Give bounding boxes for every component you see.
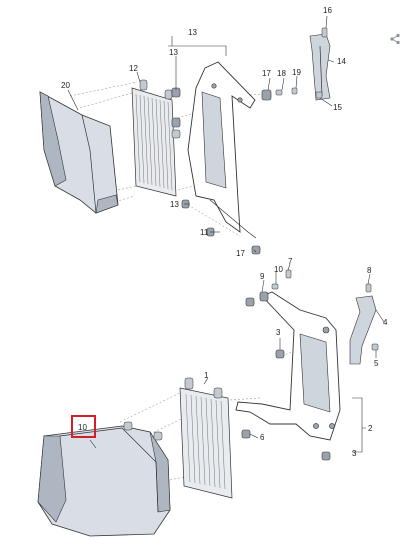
callout-5: 5	[374, 359, 379, 368]
callout-3-low: 3	[352, 449, 357, 458]
callout-11: 12	[129, 64, 138, 73]
highlighted-part-marker[interactable]	[71, 415, 96, 438]
callout-13-top: 13	[169, 48, 178, 57]
upper-callouts: 13 13 12 20 16 14 17 18 19 15 13 11 17	[61, 6, 346, 258]
callout-4: 4	[383, 318, 388, 327]
share-icon[interactable]	[389, 33, 401, 45]
callout-18: 18	[277, 69, 286, 78]
callout-6: 8	[367, 266, 372, 275]
callout-8: 10	[274, 265, 283, 274]
lower-mounting-bracket	[235, 291, 341, 441]
callout-9: 7	[288, 257, 293, 266]
callout-3-top: 3	[276, 328, 281, 337]
lower-callouts: 1 9 10 7 8 4 5 3 6 2 3 10	[78, 257, 388, 458]
callout-7-top: 9	[260, 272, 265, 281]
callout-16: 16	[323, 6, 332, 15]
callout-19: 19	[292, 68, 301, 77]
callout-17-low: 17	[236, 249, 245, 258]
callout-15: 15	[333, 103, 342, 112]
callout-10: 10	[78, 423, 87, 432]
callout-1: 1	[204, 371, 209, 380]
upper-radiator-core	[131, 79, 181, 197]
callout-17-top: 17	[262, 69, 271, 78]
callout-14: 14	[337, 57, 346, 66]
upper-air-shroud	[39, 91, 119, 214]
lower-alignment-lines	[119, 349, 297, 481]
lower-side-bracket	[349, 295, 377, 365]
upper-side-bracket	[309, 33, 331, 101]
upper-mounting-bracket	[187, 61, 257, 239]
lower-air-shroud	[37, 421, 171, 537]
callout-13-mid: 13	[170, 200, 179, 209]
callout-13-low: 11	[200, 228, 209, 237]
callout-7-low: 6	[260, 433, 265, 442]
lower-radiator-core	[179, 377, 233, 499]
callout-2: 2	[368, 424, 373, 433]
lower-hardware	[241, 269, 379, 461]
callout-12: 13	[188, 28, 197, 37]
callout-20: 20	[61, 81, 70, 90]
